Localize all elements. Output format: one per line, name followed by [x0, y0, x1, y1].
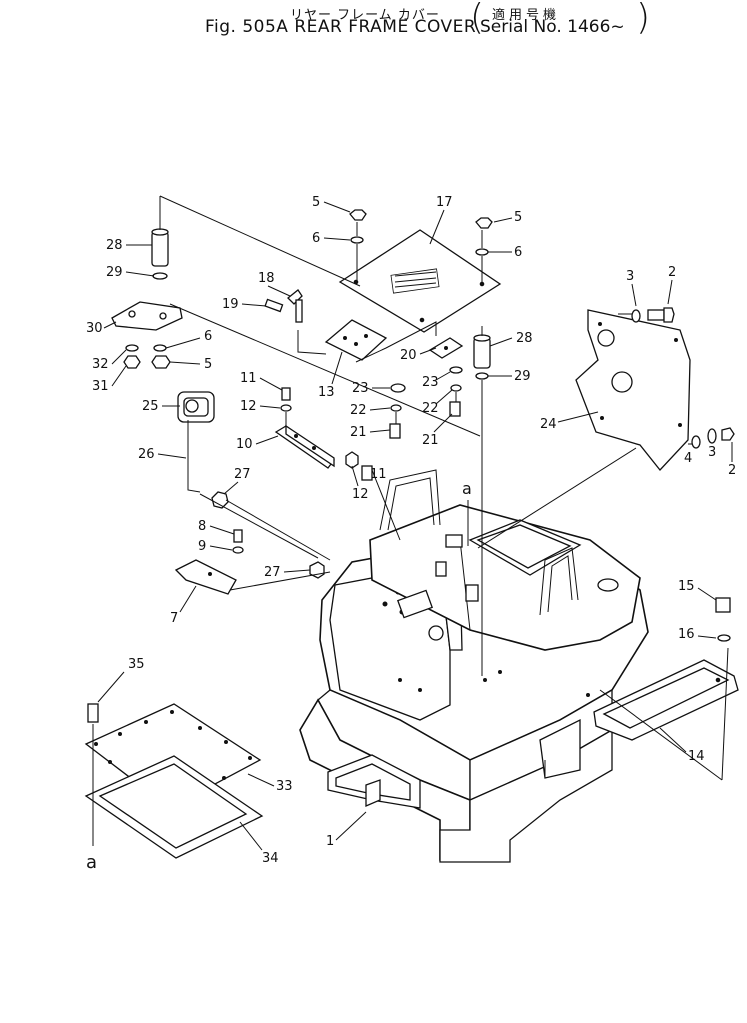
callout-9: 9	[198, 539, 206, 554]
lock-bracket	[274, 387, 335, 469]
callout-26: 26	[138, 447, 155, 462]
bolt-11-12	[309, 451, 373, 579]
callout-8: 8	[198, 519, 206, 534]
callout-6: 6	[514, 245, 522, 260]
callout-29: 29	[106, 265, 123, 280]
callout-7: 7	[170, 611, 178, 626]
callout-19: 19	[222, 297, 239, 312]
step-bracket	[593, 597, 739, 741]
callout-28: 28	[516, 331, 533, 346]
callout-numbers: 1 2 2 3 3 4 5 5 5 6 6 6 7 8 9 10 11 11 1…	[86, 195, 736, 873]
reference-a-top: a	[462, 479, 472, 498]
callout-16: 16	[678, 627, 695, 642]
callout-29: 29	[514, 369, 531, 384]
latch-plate	[174, 529, 244, 595]
callout-12: 12	[352, 487, 369, 502]
cover-decal	[390, 268, 440, 294]
callout-27: 27	[264, 565, 281, 580]
callout-20: 20	[400, 348, 417, 363]
grab-handle	[177, 391, 229, 509]
callout-11: 11	[240, 371, 257, 386]
serial-bracket-left: (	[470, 0, 485, 38]
reference-a-bottom: a	[86, 852, 97, 873]
callout-6: 6	[204, 329, 212, 344]
callout-5: 5	[204, 357, 212, 372]
callout-1: 1	[326, 834, 334, 849]
callout-27: 27	[234, 467, 251, 482]
mount-hardware-left-pair	[389, 366, 463, 439]
top-cover-plate	[338, 209, 502, 333]
rear-frame-body	[299, 469, 649, 863]
callout-5: 5	[514, 210, 522, 225]
callout-28: 28	[106, 238, 123, 253]
callout-12: 12	[240, 399, 257, 414]
figure-title-block: リヤー フレーム カバー ( 適用号機 Fig. 505A REAR FRAME…	[0, 0, 747, 44]
callout-33: 33	[276, 779, 293, 794]
callout-22: 22	[350, 403, 367, 418]
callout-11: 11	[370, 467, 387, 482]
callout-2: 2	[668, 265, 676, 280]
rubber-mount-left	[111, 222, 183, 369]
callout-25: 25	[142, 399, 159, 414]
figure-title: Fig. 505A REAR FRAME COVER	[205, 17, 477, 37]
callout-3: 3	[626, 269, 634, 284]
callout-4: 4	[684, 451, 692, 466]
callout-5: 5	[312, 195, 320, 210]
callout-18: 18	[258, 271, 275, 286]
callout-35: 35	[128, 657, 145, 672]
side-cover-plate	[575, 307, 735, 471]
serial-label-japanese: 適用号機	[492, 8, 561, 23]
callout-22: 22	[422, 401, 439, 416]
serial-range: Serial No. 1466~	[480, 17, 625, 37]
serial-bracket-right: )	[636, 0, 651, 38]
callout-24: 24	[540, 417, 557, 432]
callout-14: 14	[688, 749, 705, 764]
callout-21: 21	[422, 433, 439, 448]
callout-30: 30	[86, 321, 103, 336]
bottom-cover-plates	[84, 703, 264, 859]
callout-6: 6	[312, 231, 320, 246]
callout-31: 31	[92, 379, 109, 394]
callout-34: 34	[262, 851, 279, 866]
callout-2: 2	[728, 463, 736, 478]
callout-3: 3	[708, 445, 716, 460]
title-japanese: リヤー フレーム カバー	[290, 8, 440, 23]
leader-lines	[159, 195, 729, 781]
callout-10: 10	[236, 437, 253, 452]
callout-13: 13	[318, 385, 335, 400]
callout-23: 23	[422, 375, 439, 390]
callout-15: 15	[678, 579, 695, 594]
callout-21: 21	[350, 425, 367, 440]
callout-23: 23	[352, 381, 369, 396]
callout-17: 17	[436, 195, 453, 210]
cover-lock-assembly	[264, 289, 464, 363]
callout-32: 32	[92, 357, 109, 372]
